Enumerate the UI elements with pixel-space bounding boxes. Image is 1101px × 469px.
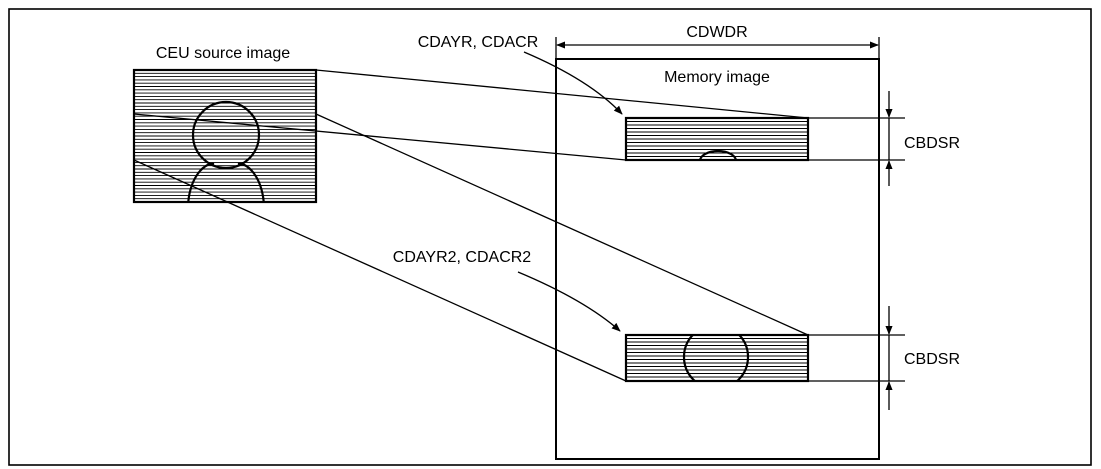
projection-line <box>133 159 627 382</box>
memory-region-2 <box>624 333 810 383</box>
address-label-1: CDAYR, CDACR <box>418 34 539 51</box>
source-head-outline <box>191 100 261 170</box>
source-image-label: CEU source image <box>156 45 290 62</box>
height-dimension-1: CBDSR <box>808 91 960 186</box>
source-image-border <box>132 68 318 204</box>
source-shoulders-outline <box>187 162 265 202</box>
size-label-2: CBDSR <box>904 351 960 368</box>
projection-line <box>315 113 809 336</box>
region-1-head-outline <box>699 149 737 160</box>
memory-frame <box>555 58 880 460</box>
height-dimension-2: CBDSR <box>808 306 960 410</box>
outer-frame <box>8 8 1092 466</box>
projection-line <box>315 69 809 119</box>
region-2-hatching <box>626 338 808 378</box>
projection-line <box>133 113 627 161</box>
memory-image-label: Memory image <box>664 69 770 86</box>
source-image-hatching <box>134 72 316 200</box>
source-image <box>132 68 318 204</box>
address-pointer-2 <box>517 271 621 332</box>
memory-region-1 <box>624 116 810 162</box>
address-label-2: CDAYR2, CDACR2 <box>393 249 532 266</box>
region-2-head-outline <box>682 335 750 381</box>
projection-lines <box>133 69 809 382</box>
region-1-border <box>624 116 810 162</box>
region-2-border <box>624 333 810 383</box>
address-pointer-1 <box>523 51 623 115</box>
width-dimension: CDWDR <box>555 24 880 58</box>
region-1-hatching <box>626 121 808 157</box>
width-label: CDWDR <box>686 24 747 41</box>
size-label-1: CBDSR <box>904 135 960 152</box>
